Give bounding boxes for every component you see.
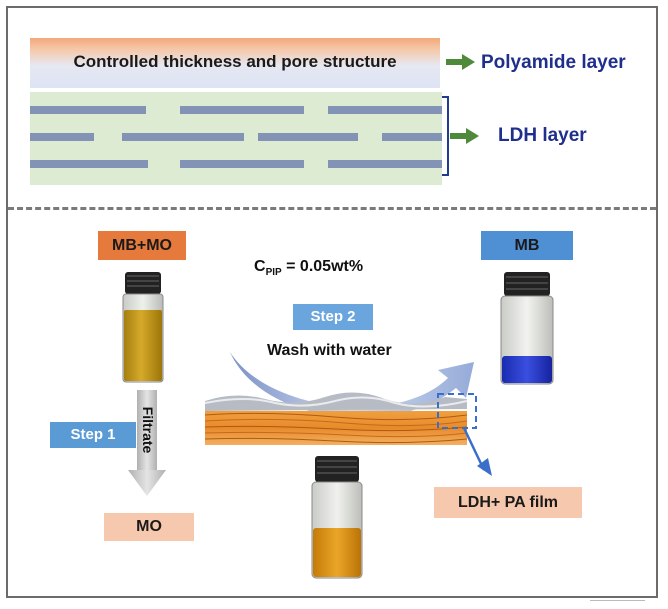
ldh-sheet [328,160,442,168]
step2-tag: Step 2 [293,304,373,330]
polyamide-band-text: Controlled thickness and pore structure [73,52,397,71]
filtered-vial [311,456,363,579]
ldh-sheet [180,160,304,168]
polyamide-layer-label: Polyamide layer [481,52,626,73]
concentration-label: CPIP = 0.05wt% [254,258,363,278]
step1-tag: Step 1 [50,422,136,448]
ldh-sheet [122,133,244,141]
ldh-sheet [30,160,148,168]
ldh-band [30,92,442,185]
filtrate-arrow-icon [128,390,166,496]
ldh-sheet [382,133,442,141]
feed-vial [122,272,164,383]
arrow-polyamide-icon [446,54,475,70]
ldh-sheet [30,133,94,141]
dashed-divider [8,207,656,210]
filtrate-text: Filtrate [140,406,156,454]
film-tag: LDH+ PA film [434,487,582,518]
retained-tag: MB [481,231,573,260]
ldh-sheet [30,106,146,114]
feed-tag: MB+MO [98,231,186,260]
figure-frame [6,6,658,598]
retained-vial [500,272,554,385]
ldh-sheet [328,106,442,114]
concentration-symbol: C [254,258,266,275]
ldh-layer-label: LDH layer [498,125,587,146]
concentration-subscript: PIP [265,267,282,279]
corner-mark [590,600,645,607]
filtrate-tag: MO [104,513,194,541]
ldh-sheet [258,133,358,141]
membrane-film [205,392,468,445]
wash-text: Wash with water [267,342,392,359]
concentration-value: = 0.05wt% [281,258,364,275]
wash-arrow-icon [230,352,474,418]
ldh-sheet [180,106,304,114]
polyamide-band [30,38,440,88]
arrow-ldh-icon [450,128,479,144]
ldh-bracket [442,96,449,176]
film-callout [437,393,492,476]
